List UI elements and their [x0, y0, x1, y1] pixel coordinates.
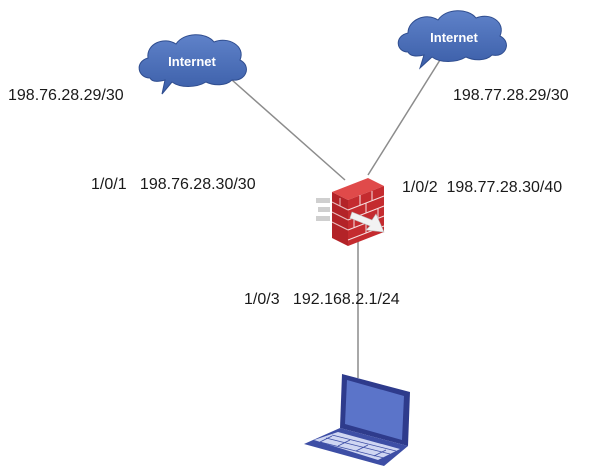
firewall-icon: [316, 178, 385, 246]
link-right-internet-firewall: [367, 59, 441, 176]
link-left-internet-firewall: [231, 79, 346, 181]
cloud-icon-right: Internet: [397, 10, 507, 70]
cloud-icon-left: Internet: [138, 34, 247, 95]
cloud-left-label: Internet: [168, 54, 216, 69]
cloud-right-label: Internet: [430, 30, 478, 45]
interface-1-0-3-label: 1/0/3 192.168.2.1/24: [244, 291, 400, 308]
left-cloud-ip-label: 198.76.28.29/30: [8, 87, 124, 104]
interface-1-0-2-label: 1/0/2 198.77.28.30/40: [402, 179, 563, 196]
interface-1-0-1-label: 1/0/1 198.76.28.30/30: [91, 176, 256, 193]
laptop-icon: [304, 374, 410, 466]
right-cloud-ip-label: 198.77.28.29/30: [453, 87, 569, 104]
